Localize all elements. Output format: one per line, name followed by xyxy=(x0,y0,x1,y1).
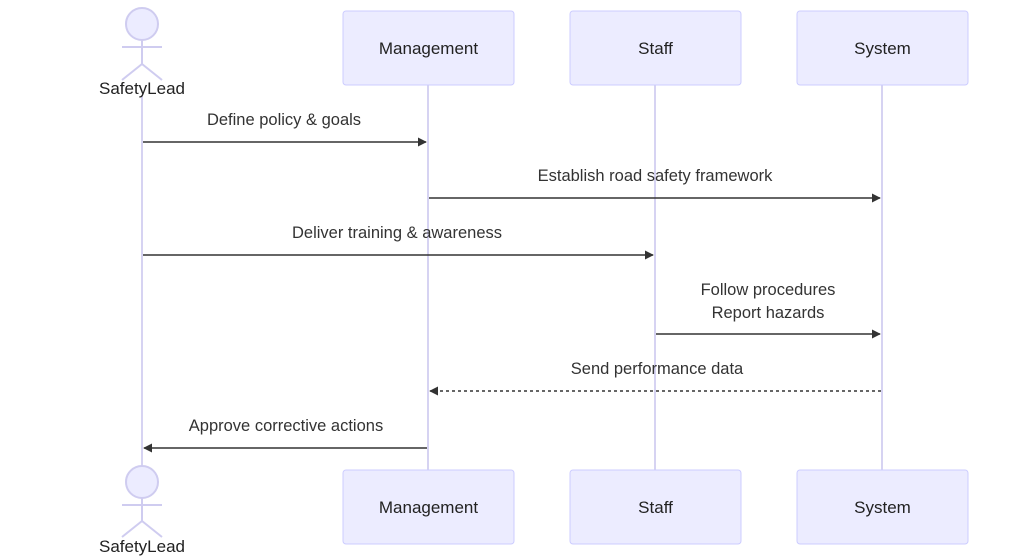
message-label: Approve corrective actions xyxy=(189,417,383,435)
actor-head xyxy=(125,7,159,41)
participant-label: System xyxy=(854,39,911,58)
message-label-line-1: Follow procedures xyxy=(701,281,836,299)
message-follow-procedures[interactable]: Follow procedures Report hazards xyxy=(656,281,881,339)
actor-label: SafetyLead xyxy=(99,537,185,556)
message-label-line-2: Report hazards xyxy=(712,304,825,322)
participant-management-bottom[interactable]: Management xyxy=(342,469,515,545)
actor-leg-left xyxy=(121,63,143,81)
participant-label: Staff xyxy=(638,498,673,517)
message-label: Send performance data xyxy=(571,360,744,378)
actor-safetylead-top[interactable]: SafetyLead xyxy=(99,7,185,98)
participant-box xyxy=(796,10,969,86)
participant-label: Management xyxy=(379,39,479,58)
participant-box xyxy=(796,469,969,545)
actor-head xyxy=(125,465,159,499)
message-deliver-training[interactable]: Deliver training & awareness xyxy=(143,224,654,260)
message-label: Establish road safety framework xyxy=(538,167,774,185)
participant-box xyxy=(342,10,515,86)
participant-label: System xyxy=(854,498,911,517)
participant-system-top[interactable]: System xyxy=(796,10,969,86)
message-approve-corrective-actions[interactable]: Approve corrective actions xyxy=(143,417,427,453)
participant-box xyxy=(569,10,742,86)
message-label: Define policy & goals xyxy=(207,111,361,129)
participant-label: Staff xyxy=(638,39,673,58)
actor-leg-left xyxy=(121,520,143,538)
participant-staff-bottom[interactable]: Staff xyxy=(569,469,742,545)
participant-staff-top[interactable]: Staff xyxy=(569,10,742,86)
participant-system-bottom[interactable]: System xyxy=(796,469,969,545)
message-send-performance-data[interactable]: Send performance data xyxy=(429,360,881,396)
participant-box xyxy=(342,469,515,545)
actor-label: SafetyLead xyxy=(99,79,185,98)
message-label: Deliver training & awareness xyxy=(292,224,502,242)
participant-management-top[interactable]: Management xyxy=(342,10,515,86)
participant-box xyxy=(569,469,742,545)
actor-safetylead-bottom[interactable]: SafetyLead xyxy=(99,465,185,556)
message-establish-framework[interactable]: Establish road safety framework xyxy=(429,167,881,203)
participant-label: Management xyxy=(379,498,479,517)
actor-leg-right xyxy=(141,520,163,538)
message-define-policy[interactable]: Define policy & goals xyxy=(143,111,427,147)
actor-leg-right xyxy=(141,63,163,81)
